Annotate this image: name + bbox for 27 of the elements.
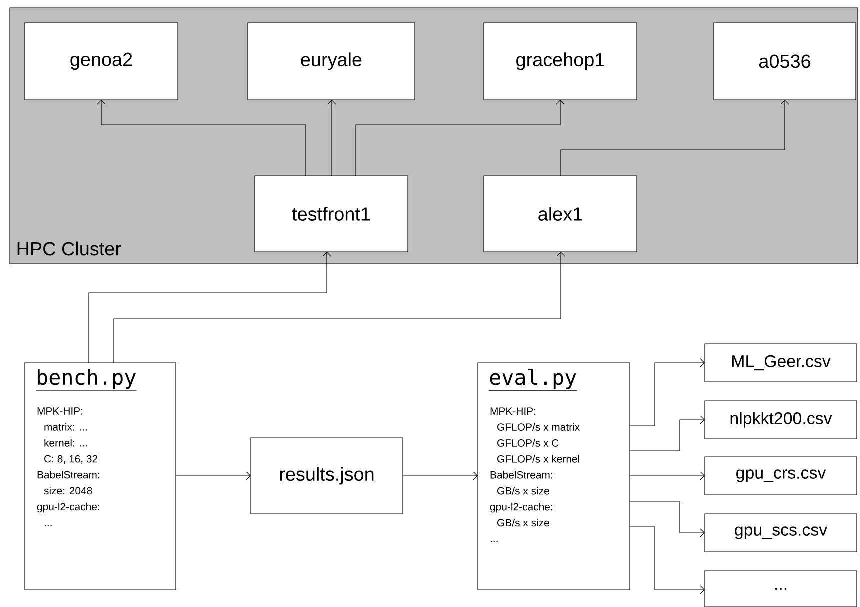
arrow [402,472,478,480]
arrow [114,252,566,364]
host-box: a0536 [714,22,856,100]
arrow [328,100,336,176]
arrow [88,252,332,364]
host-box: gracehop1 [484,22,638,100]
arrow [356,100,565,176]
host-box: euryale [248,22,416,100]
file-box: ML_Geer.csv [704,344,858,382]
script-box: eval.py MPK-HIP: GFLOP/s x matrix GFLOP/s x C GFLOP/s x kernel BabelStream: GB/s x size gpu-l2-cache: GB/s x size ... [478,362,630,590]
file-box: nlpkkt200.csv [704,400,858,440]
file-box: gpu_scs.csv [704,514,858,552]
arrow [176,472,251,480]
arrow [630,358,705,426]
host-box: alex1 [484,176,638,252]
script-box: bench.py MPK-HIP: matrix: ... kernel: ... C: 8, 16, 32 BabelStream: size: 2048 gpu-l2-cache: ... [24,362,176,590]
file-box: gpu_crs.csv [704,456,858,496]
host-box: testfront1 [254,176,408,252]
host-box: genoa2 [24,22,178,100]
arrow [630,502,705,538]
arrow [630,416,705,452]
file-box: ... [704,570,858,607]
arrow [630,526,705,594]
arrow [97,100,306,176]
file-box: results.json [250,438,404,514]
arrow [560,100,790,176]
arrow [630,472,705,480]
